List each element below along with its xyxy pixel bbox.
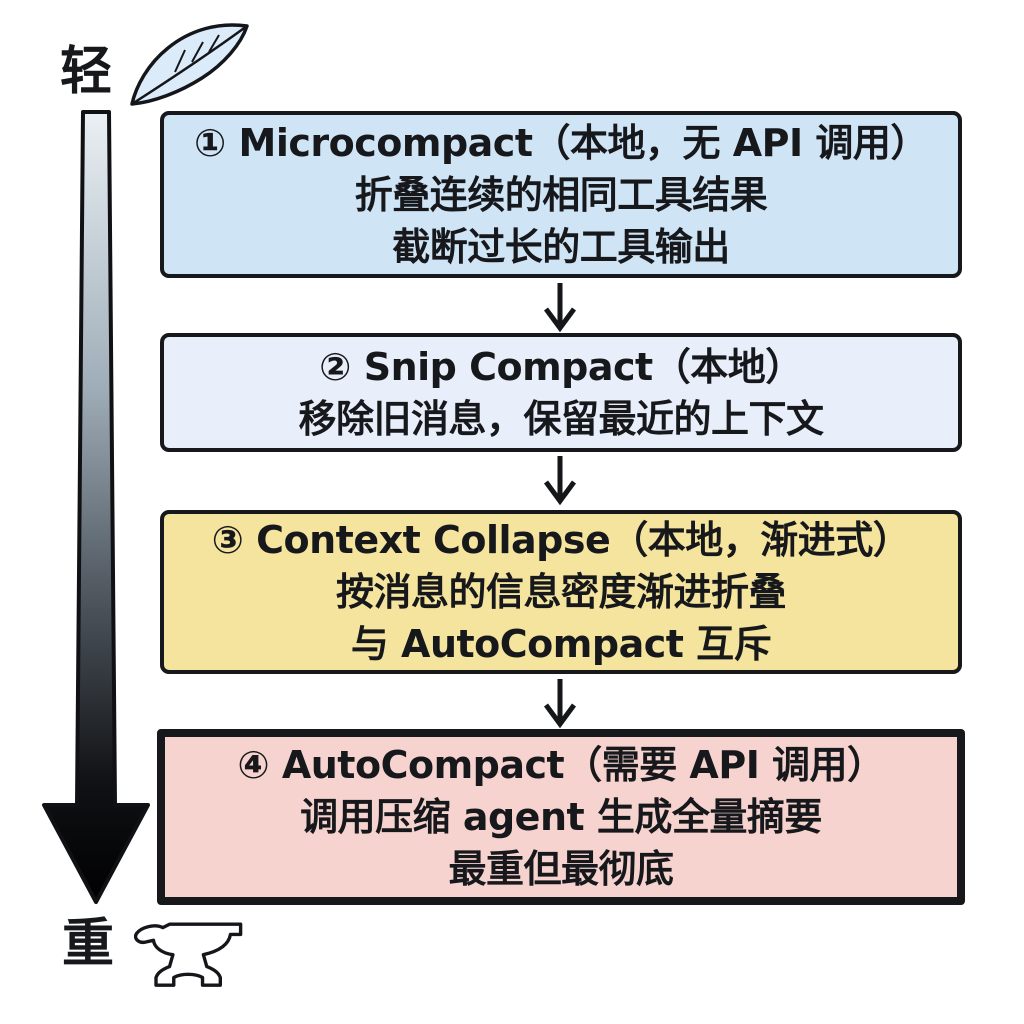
- flow-box-microcompact: ① Microcompact（本地，无 API 调用） 折叠连续的相同工具结果 …: [160, 111, 962, 278]
- down-arrow-icon: [543, 283, 577, 333]
- down-arrow-icon: [543, 456, 577, 506]
- box-line: 截断过长的工具输出: [392, 224, 730, 269]
- box-title: ③ Context Collapse（本地，渐进式）: [211, 518, 911, 562]
- box-title: ① Microcompact（本地，无 API 调用）: [194, 120, 928, 165]
- box-line: 按消息的信息密度渐进折叠: [335, 570, 787, 614]
- flow-box-snip-compact: ② Snip Compact（本地） 移除旧消息，保留最近的上下文: [160, 333, 962, 452]
- flow-box-context-collapse: ③ Context Collapse（本地，渐进式） 按消息的信息密度渐进折叠 …: [160, 510, 962, 674]
- anvil-icon: [134, 922, 243, 987]
- feather-icon: [130, 23, 249, 106]
- box-line: 折叠连续的相同工具结果: [354, 172, 768, 217]
- down-arrow-icon: [543, 679, 577, 729]
- heavy-end-label: 重: [62, 914, 115, 974]
- box-line: 最重但最彻底: [448, 847, 674, 891]
- light-to-heavy-gradient-arrow: [42, 110, 150, 904]
- box-line: 与 AutoCompact 互斥: [350, 622, 772, 666]
- light-end-label: 轻: [60, 42, 113, 102]
- box-title: ② Snip Compact（本地）: [319, 344, 803, 389]
- box-title: ④ AutoCompact（需要 API 调用）: [237, 743, 885, 787]
- flow-box-autocompact: ④ AutoCompact（需要 API 调用） 调用压缩 agent 生成全量…: [157, 729, 965, 905]
- box-line: 移除旧消息，保留最近的上下文: [298, 396, 824, 441]
- box-line: 调用压缩 agent 生成全量摘要: [300, 795, 822, 839]
